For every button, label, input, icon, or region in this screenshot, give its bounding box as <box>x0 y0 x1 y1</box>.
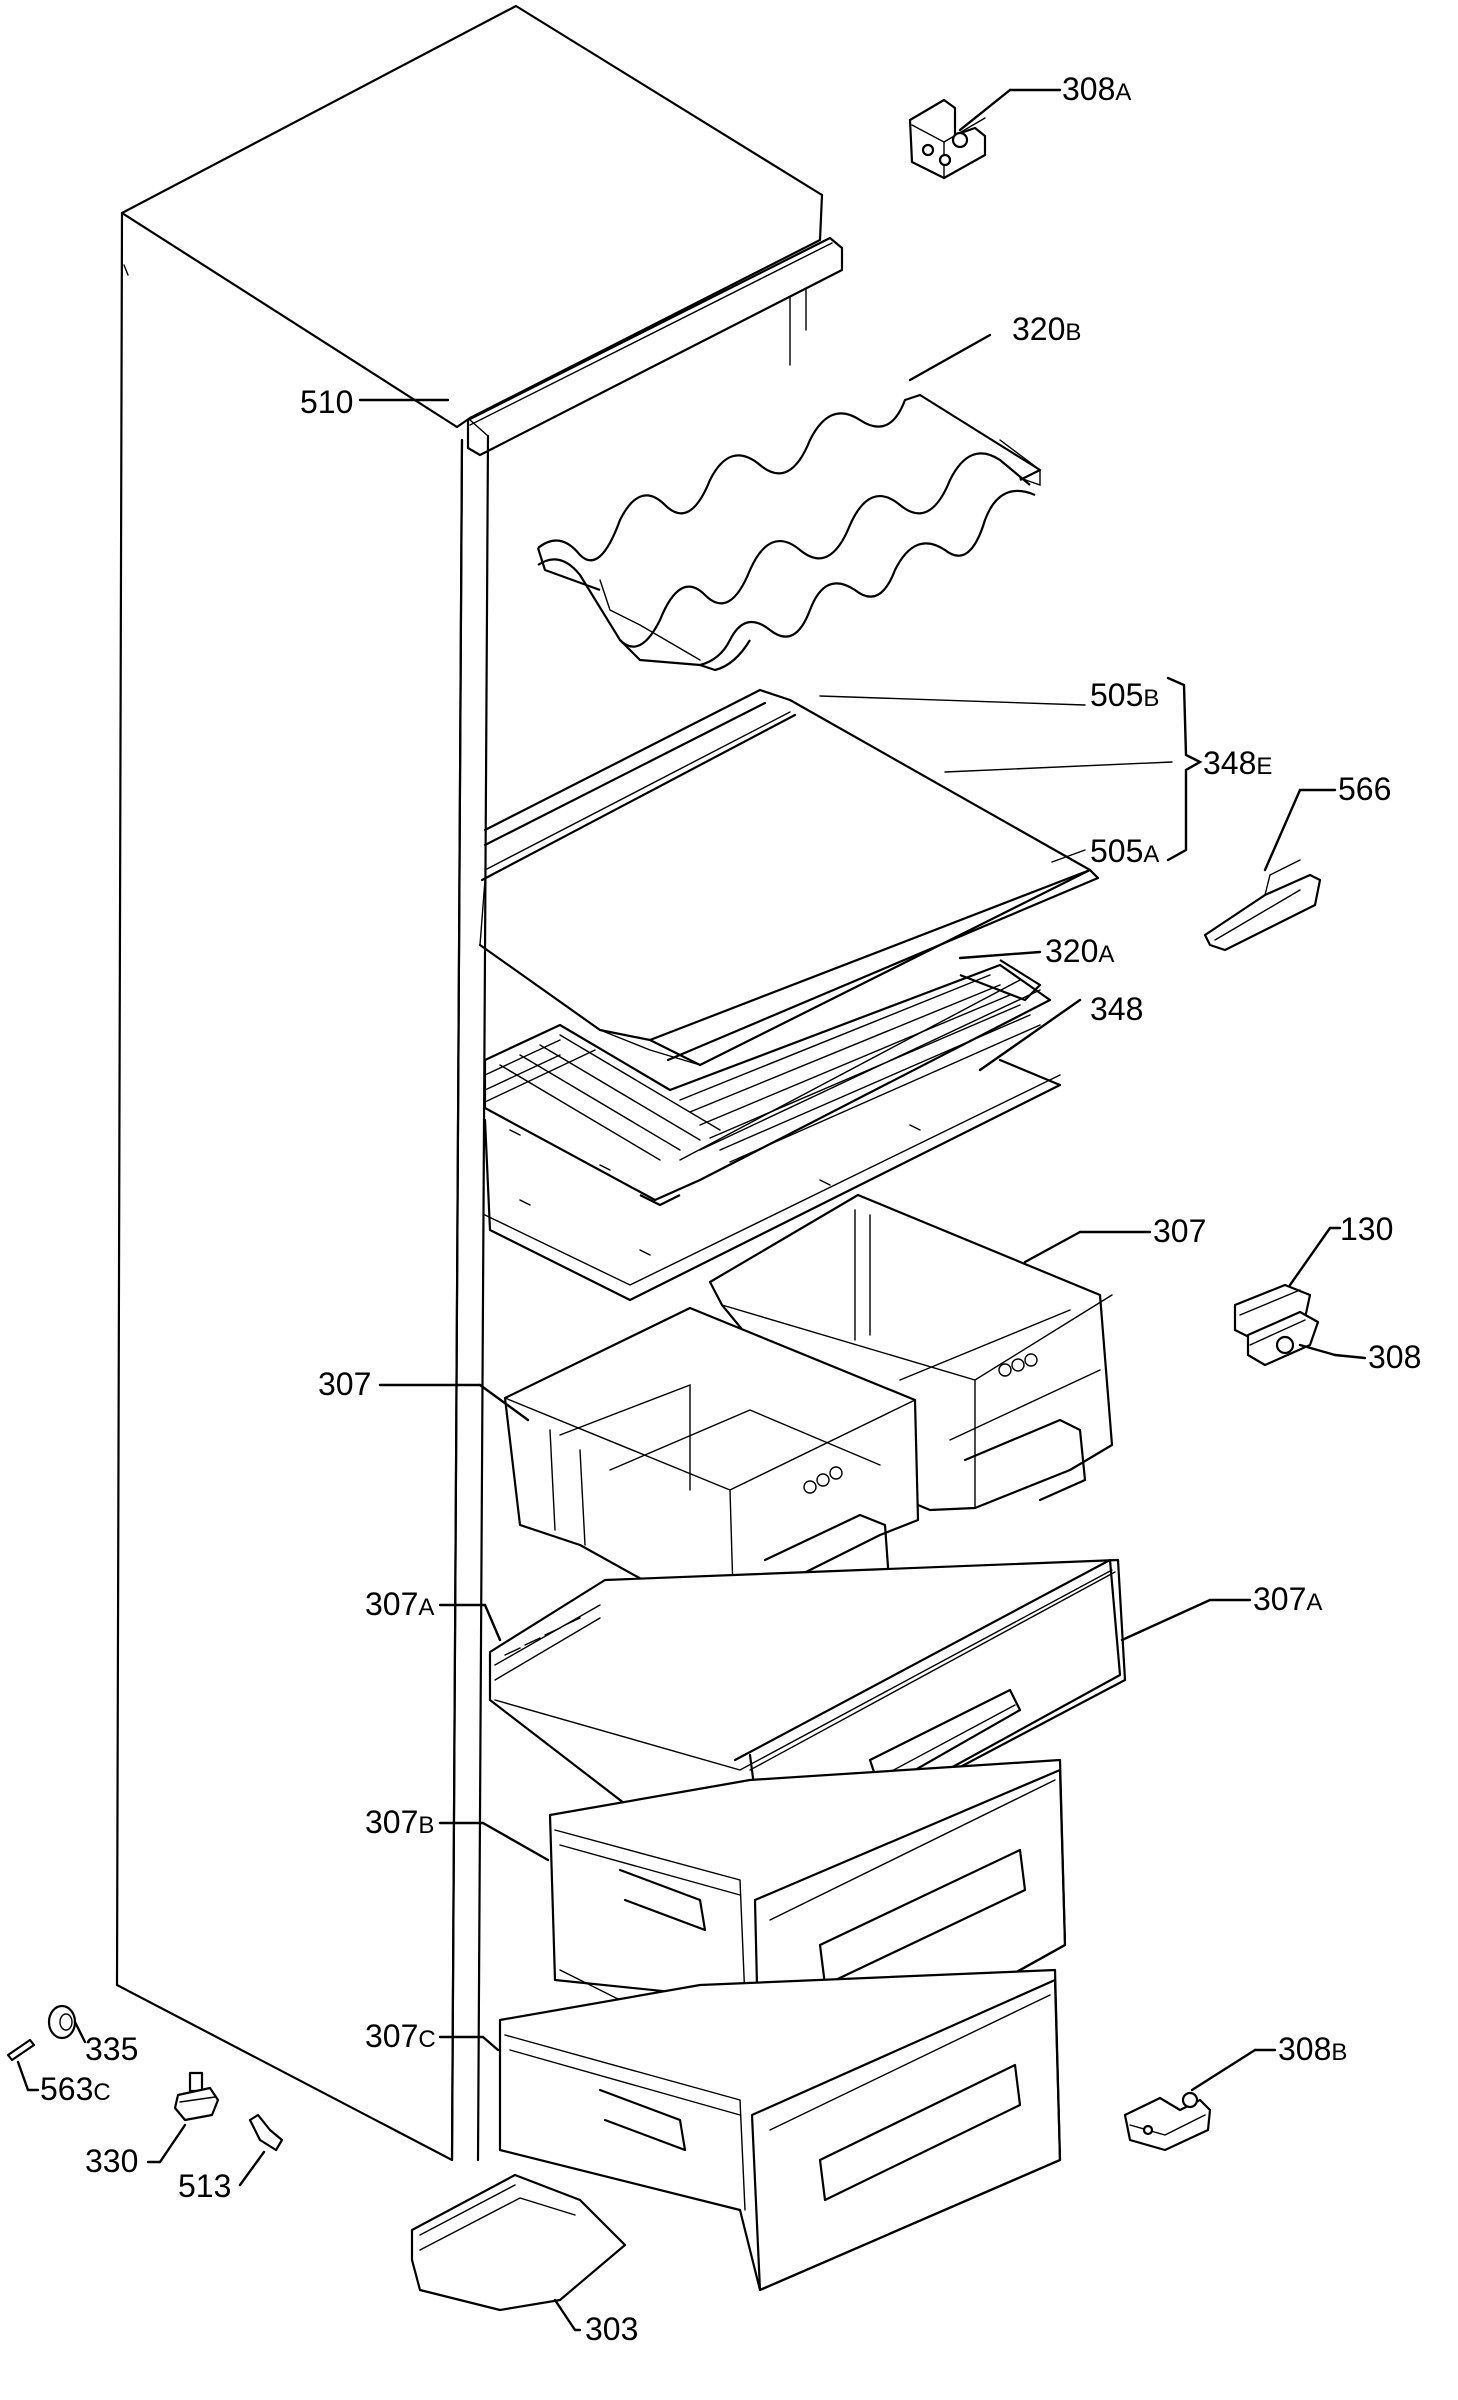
label-307-left: 307 <box>318 1366 371 1402</box>
label-505b: 505B <box>1090 677 1159 713</box>
label-130: 130 <box>1340 1211 1393 1247</box>
label-320b: 320B <box>1012 311 1081 347</box>
glass-shelf-348 <box>483 998 1082 1302</box>
label-510: 510 <box>300 384 353 420</box>
label-307c: 307C <box>365 2018 436 2054</box>
label-348e: 348E <box>1203 745 1272 781</box>
part-labels: 308A 320B 510 505B 348E 566 505A 320A 34… <box>40 71 1421 2347</box>
label-303: 303 <box>585 2311 638 2347</box>
kick-plate-303 <box>410 2173 627 2332</box>
label-563c: 563C <box>40 2071 111 2107</box>
label-505a: 505A <box>1090 833 1159 869</box>
label-307b: 307B <box>365 1804 434 1840</box>
bracket-566 <box>1203 788 1337 952</box>
label-330: 330 <box>85 2143 138 2179</box>
clip-513 <box>238 2113 284 2187</box>
label-308a: 308A <box>1062 71 1131 107</box>
label-513: 513 <box>178 2168 231 2204</box>
label-335: 335 <box>85 2031 138 2067</box>
label-307a-right: 307A <box>1253 1581 1322 1617</box>
wine-rack-320b <box>536 333 1042 672</box>
wire-shelf-320a <box>483 950 1052 1207</box>
label-307-right: 307 <box>1153 1213 1206 1249</box>
glass-shelf-assembly-348e <box>478 676 1203 1067</box>
cabinet-body <box>115 4 844 2162</box>
middle-hinge-130-308 <box>1233 1226 1367 1367</box>
label-566: 566 <box>1338 771 1391 807</box>
bottom-hinge-308b <box>1123 2048 1277 2152</box>
leveling-foot-330 <box>146 2071 220 2164</box>
label-308: 308 <box>1368 1339 1421 1375</box>
freezer-drawer-307c <box>438 1968 1062 2292</box>
foot-335 <box>47 2004 87 2044</box>
label-308b: 308B <box>1278 2031 1347 2067</box>
label-348: 348 <box>1090 991 1143 1027</box>
pin-563c <box>6 2038 40 2092</box>
label-307a-left: 307A <box>365 1586 434 1622</box>
top-hinge-308a <box>908 88 1062 180</box>
label-320a: 320A <box>1045 933 1114 969</box>
